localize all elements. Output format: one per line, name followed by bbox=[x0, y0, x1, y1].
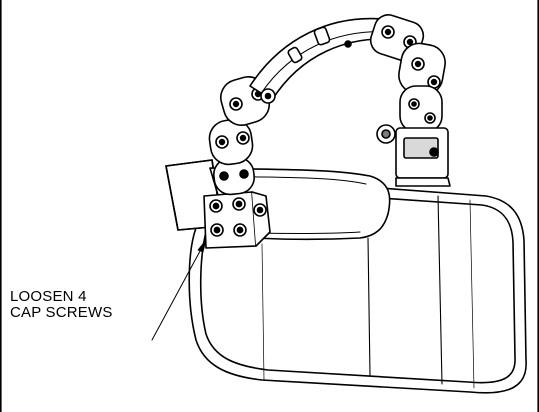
cap-screw bbox=[209, 199, 223, 213]
left-chain-links bbox=[208, 76, 270, 196]
callout-line-2: CAP SCREWS bbox=[10, 304, 113, 321]
right-chain-links bbox=[369, 14, 446, 133]
callout-arrowhead bbox=[197, 239, 207, 253]
callout-label: LOOSEN 4 CAP SCREWS bbox=[10, 289, 113, 321]
cap-screw bbox=[232, 197, 246, 211]
callout-leader-line bbox=[151, 239, 207, 341]
cap-screw bbox=[233, 223, 247, 237]
callout-line-1: LOOSEN 4 bbox=[10, 288, 87, 305]
right-pivot-mount bbox=[376, 124, 451, 187]
cap-screw bbox=[210, 223, 224, 237]
